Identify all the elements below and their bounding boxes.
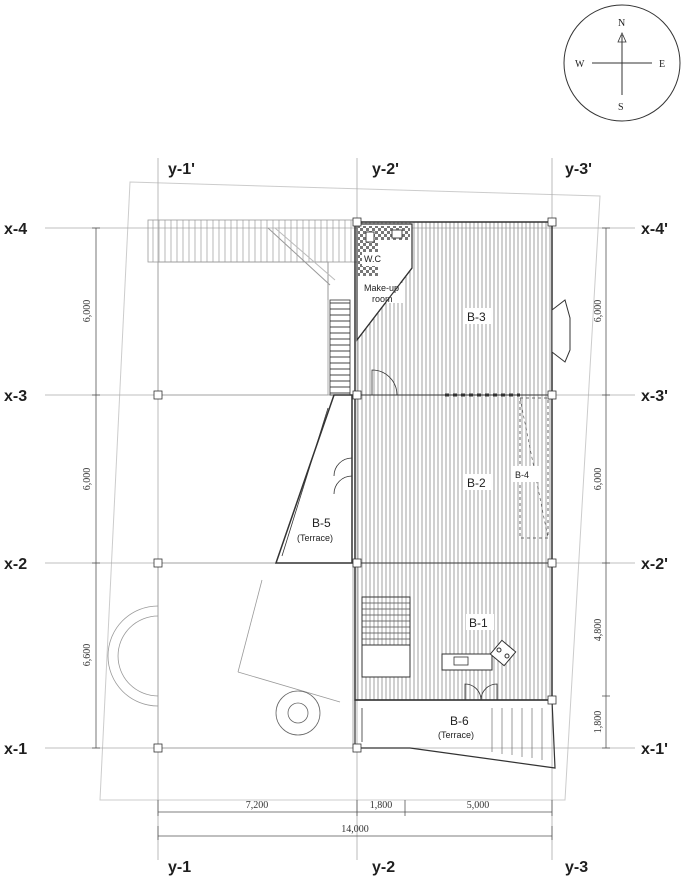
grid-label-x1-right: x-1' — [641, 741, 668, 758]
room-b5-label: B-5 — [312, 516, 331, 530]
room-b6-sub: (Terrace) — [438, 730, 474, 740]
grid-label-y3-top: y-3' — [565, 161, 592, 178]
dim-bottom-3: 5,000 — [467, 800, 490, 811]
grid-label-x3-left: x-3 — [4, 388, 27, 405]
dim-right-2: 6,000 — [593, 468, 604, 491]
compass-west: W — [575, 59, 585, 70]
main-stair — [361, 596, 411, 646]
grid-label-y2-top: y-2' — [372, 161, 399, 178]
grid-label-x2-right: x-2' — [641, 556, 668, 573]
columns — [153, 217, 557, 753]
room-b4-label: B-4 — [515, 470, 529, 480]
room-wc-label: W.C — [364, 254, 381, 264]
dim-right-3: 4,800 — [593, 619, 604, 642]
grid-label-x1-left: x-1 — [4, 741, 27, 758]
dimension-right — [602, 227, 610, 749]
grid-label-x4-left: x-4 — [4, 221, 27, 238]
dim-bottom-1: 7,200 — [246, 800, 269, 811]
sink-icon — [391, 229, 403, 239]
terrace-b6: B-6 (Terrace) — [354, 699, 556, 769]
stove-icon — [489, 639, 517, 667]
main-building: W.C Make-up room B-4 B-3 B-2 — [333, 221, 571, 701]
kitchen-counter — [441, 653, 493, 671]
compass: N S E W — [563, 4, 681, 122]
toilet-icon — [365, 231, 375, 243]
room-b5-sub: (Terrace) — [297, 533, 333, 543]
dim-right-4: 1,800 — [593, 711, 604, 734]
compass-south: S — [618, 102, 624, 113]
west-stair — [329, 299, 351, 396]
room-makeup-label-2: room — [372, 294, 393, 304]
room-b2-label: B-2 — [467, 476, 486, 490]
dim-left-2: 6,000 — [82, 468, 93, 491]
dim-right-1: 6,000 — [593, 300, 604, 323]
dimension-left — [92, 227, 100, 749]
terrace-b5: B-5 (Terrace) — [274, 394, 353, 564]
compass-east: E — [659, 59, 665, 70]
grid-label-x3-right: x-3' — [641, 388, 668, 405]
dim-bottom-total: 14,000 — [341, 824, 369, 835]
grid-label-x4-right: x-4' — [641, 221, 668, 238]
site-boundary — [99, 181, 601, 801]
dim-bottom-2: 1,800 — [370, 800, 393, 811]
room-makeup-label-1: Make-up — [364, 283, 399, 293]
room-b6-label: B-6 — [450, 714, 469, 728]
grid-label-y1-bottom: y-1 — [168, 859, 191, 876]
compass-north: N — [618, 18, 625, 29]
west-lower-block — [107, 562, 354, 749]
room-b1-label: B-1 — [469, 616, 488, 630]
door-b3 — [371, 369, 398, 396]
grid-label-y1-top: y-1' — [168, 161, 195, 178]
dim-left-1: 6,000 — [82, 300, 93, 323]
grid-label-y2-bottom: y-2 — [372, 859, 395, 876]
west-upper-block — [147, 219, 359, 396]
grid-labels: y-1' y-2' y-3' y-1 y-2 y-3 x-4 x-3 x-2 x… — [4, 161, 668, 876]
grid-label-x2-left: x-2 — [4, 556, 27, 573]
grid-label-y3-bottom: y-3 — [565, 859, 588, 876]
north-arrow-icon — [617, 32, 627, 43]
dimension-bottom — [157, 800, 553, 840]
room-b3-label: B-3 — [467, 310, 486, 324]
dim-left-3: 6,600 — [82, 644, 93, 667]
